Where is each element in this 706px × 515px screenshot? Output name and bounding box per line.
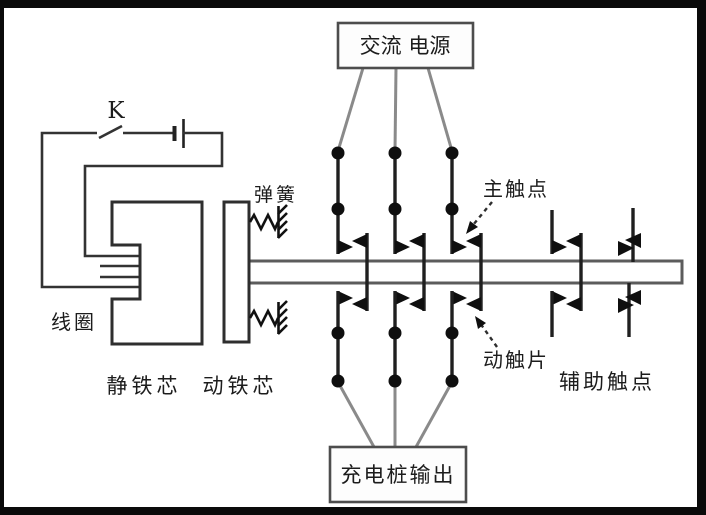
crossbar [247,259,684,285]
coil-winding [100,264,140,279]
terminal-dot [331,202,345,216]
output-box [328,445,468,504]
switch-label: K [107,98,125,124]
main-pole-1 [331,146,369,388]
aux-contact-label: 辅助触点 [559,370,655,394]
ac-source-box [336,21,475,70]
terminal-dot [331,146,345,160]
moving-iron-core [222,200,251,344]
terminal-dot [331,326,345,340]
aux-pole-2 [618,208,641,337]
output-connectors [336,381,454,448]
static-core-label: 静铁芯 [107,374,182,398]
moving-core-label: 动铁芯 [203,374,278,398]
coil-circuit [40,119,224,289]
bridge-contact-upper [352,234,367,248]
static-iron-core [110,200,204,346]
aux-pole-1 [550,210,583,337]
source-connectors [336,67,454,152]
spring-label: 弹簧 [254,184,298,206]
fixed-contact-upper [338,240,353,254]
spring-lower [248,300,288,335]
moving-contact-arrow [475,316,498,348]
switch-blade [98,124,123,140]
output-label: 充电桩输出 [341,463,456,487]
moving-contact-label: 动触片 [483,348,549,372]
coil-label: 线圈 [51,310,97,334]
main-contact-arrow [466,201,493,234]
main-contact-label: 主触点 [483,177,549,201]
spring-upper [248,204,288,239]
terminal-dot [331,374,345,388]
bridge-contact-lower [352,297,367,311]
fixed-contact-lower [338,291,353,305]
ac-source-label: 交流 电源 [360,34,451,58]
